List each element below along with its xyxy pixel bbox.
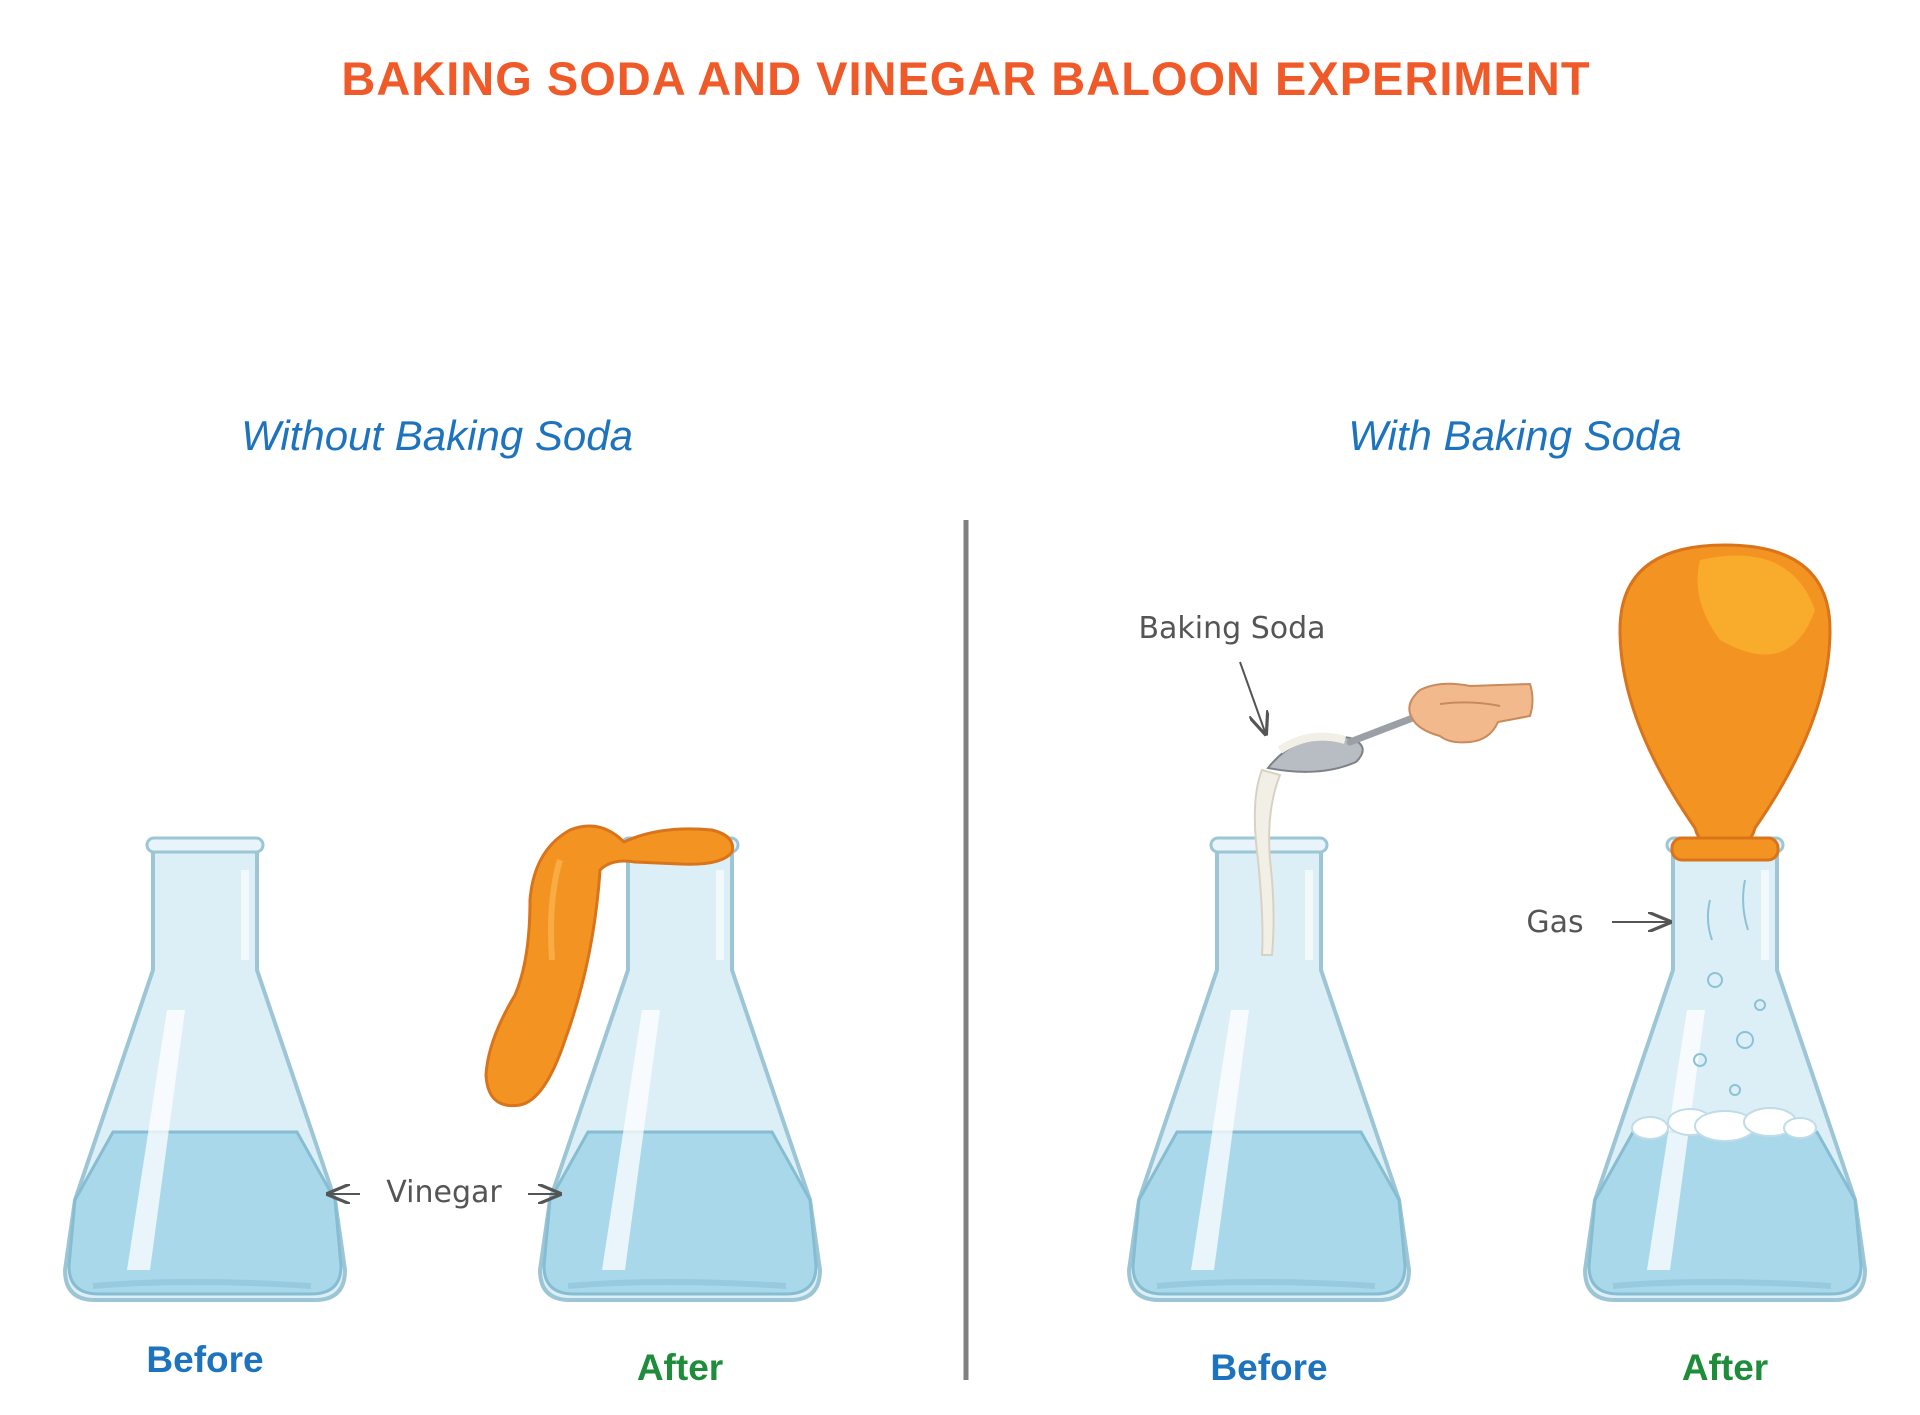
balloon-icon — [1618, 543, 1832, 862]
after-label-with: After — [1682, 1347, 1768, 1388]
flask-before-without — [65, 838, 345, 1300]
erlenmeyer-flask-icon — [65, 838, 345, 1300]
section-heading-without: Without Baking Soda — [241, 412, 633, 459]
arrow-icon — [1239, 661, 1265, 732]
before-label-with: Before — [1210, 1347, 1327, 1388]
flask-after-with — [1585, 838, 1865, 1300]
after-label-without: After — [637, 1347, 723, 1388]
hand-icon — [1408, 682, 1534, 744]
gas-label: Gas — [1526, 905, 1583, 940]
baking-soda-stream — [1253, 768, 1282, 956]
before-label-without: Before — [146, 1339, 263, 1380]
balloon-icon — [484, 824, 735, 1108]
bubbles-icon — [1631, 879, 1817, 1142]
page-title: BAKING SODA AND VINEGAR BALOON EXPERIMEN… — [341, 52, 1590, 105]
erlenmeyer-flask-icon — [1585, 838, 1865, 1300]
baking-soda-label: Baking Soda — [1138, 611, 1325, 646]
vinegar-label: Vinegar — [386, 1175, 502, 1210]
section-heading-with: With Baking Soda — [1348, 412, 1681, 459]
